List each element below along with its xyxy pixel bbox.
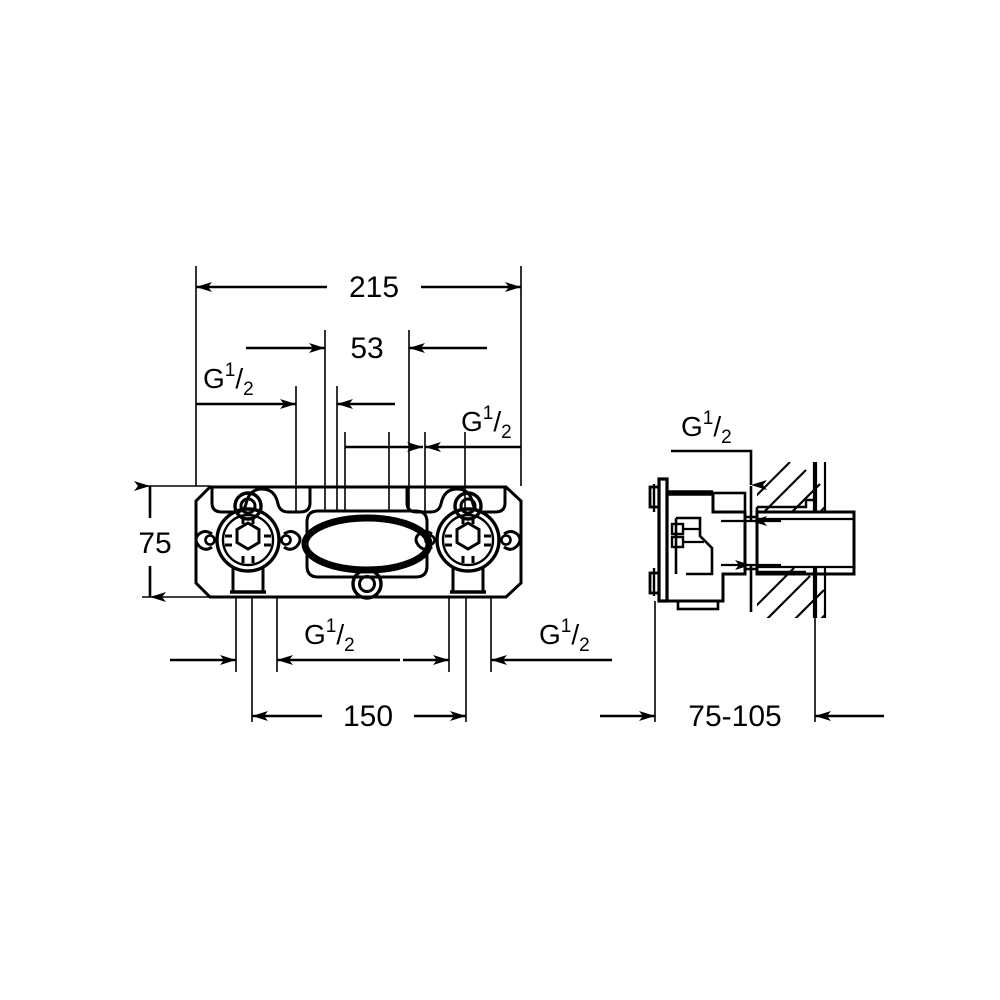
left-valve-outer-circle [215,507,281,573]
side-extension-lines [654,601,816,722]
thread-callout-side: G1/2 [671,408,767,490]
thread-label-bottom-left: G1/2 [304,616,355,656]
wall-hatch-lower [757,567,825,618]
left-valve-top-ring [233,491,263,521]
wall-ledge-upper [757,498,815,509]
thread-label-side: G1/2 [681,408,732,448]
outlet-spigot [743,507,856,576]
thread-callout-bottom-right: G1/2 [403,616,612,665]
spout-fixing-bore [358,575,376,593]
right-valve-outer-circle [435,507,501,573]
right-valve-top-ring [453,491,483,521]
front-view: 215 53 G1/2 G1/2 75 [134,266,612,733]
valve-body-outline [194,485,523,599]
side-valve-body [665,490,747,611]
left-valve-lug-hole-right [280,534,292,546]
body-upper-boss [711,491,747,514]
center-spout-housing [301,509,433,600]
left-mount-pad [210,487,312,514]
dimension-label-75-105: 75-105 [688,700,781,733]
right-valve-hex [455,521,481,551]
left-valve-lug-right [283,530,302,551]
dimension-inlet-spacing: 150 [252,700,466,733]
body-bottom-flange [676,599,720,611]
thread-label-top-right: G1/2 [461,403,512,443]
right-valve-lug-right [503,530,522,551]
side-view: G1/2 [600,408,884,733]
left-valve-inner-circle [221,513,275,567]
cover-plate [648,477,669,603]
spigot-body [755,510,856,576]
dimension-label-215: 215 [349,271,399,304]
left-valve-top-bore [239,497,257,515]
side-thread-arrows [721,486,781,612]
thread-label-top-left: G1/2 [203,360,254,400]
right-valve-lug-hole-right [500,534,512,546]
cartridge-detail-lower [670,535,685,549]
right-valve-inner-circle [441,513,495,567]
right-valve-splines [445,517,491,563]
dimension-center-width: 53 [246,332,487,365]
right-valve-top-bore [459,497,477,515]
left-valve-lug-hole-left [204,534,216,546]
left-valve-splines [225,517,271,563]
left-valve-hex [235,521,261,551]
dimension-label-75: 75 [138,527,171,560]
dimension-label-53: 53 [350,332,383,365]
dimension-body-height: 75 [134,481,172,602]
cartridge-detail-upper [670,522,685,536]
spout-housing-outline [305,509,429,579]
dimension-overall-width: 215 [196,271,521,304]
side-thread-leader [671,449,767,490]
thread-callout-top-left: G1/2 [196,360,395,409]
dimension-wall-depth: 75-105 [600,700,884,733]
spout-outlet-ellipse [301,514,433,574]
left-valve-cartridge [194,491,302,594]
thread-callout-top-right: G1/2 [345,403,521,452]
body-diagonal [699,535,713,549]
thread-callout-bottom-left: G1/2 [170,616,400,665]
thread-label-bottom-right: G1/2 [539,616,590,656]
dimension-label-150: 150 [343,700,393,733]
left-valve-lug-left [194,530,213,551]
wall-section [757,462,827,618]
spout-fixing-ring [351,568,383,600]
